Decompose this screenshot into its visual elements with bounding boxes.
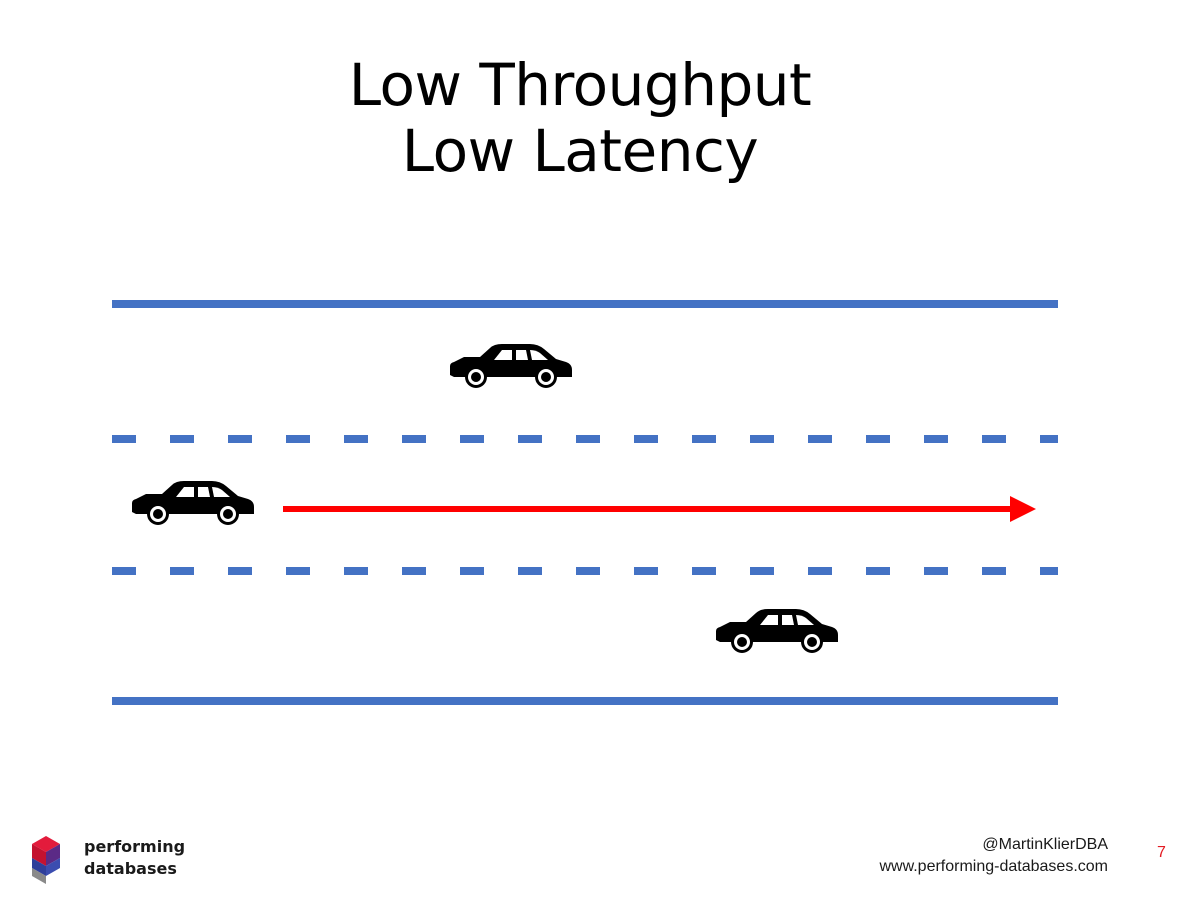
logo-cube-icon [32,836,60,884]
website-url: www.performing-databases.com [879,858,1108,875]
car-icon [132,481,254,525]
title-line-latency: Low Latency [401,117,759,185]
title-line-throughput: Low Throughput [348,51,812,119]
slide-title: Low Throughput Low Latency [0,52,1160,184]
company-logo: performing databases [28,832,188,888]
car-icon [716,609,838,653]
logo-text-databases: databases [84,859,177,878]
logo-text-performing: performing [84,837,186,856]
car-icon [450,344,572,388]
latency-arrow-head [1010,496,1036,522]
contact-info: @MartinKlierDBA www.performing-databases… [879,834,1108,878]
twitter-handle: @MartinKlierDBA [982,836,1108,853]
page-number: 7 [1157,844,1166,861]
